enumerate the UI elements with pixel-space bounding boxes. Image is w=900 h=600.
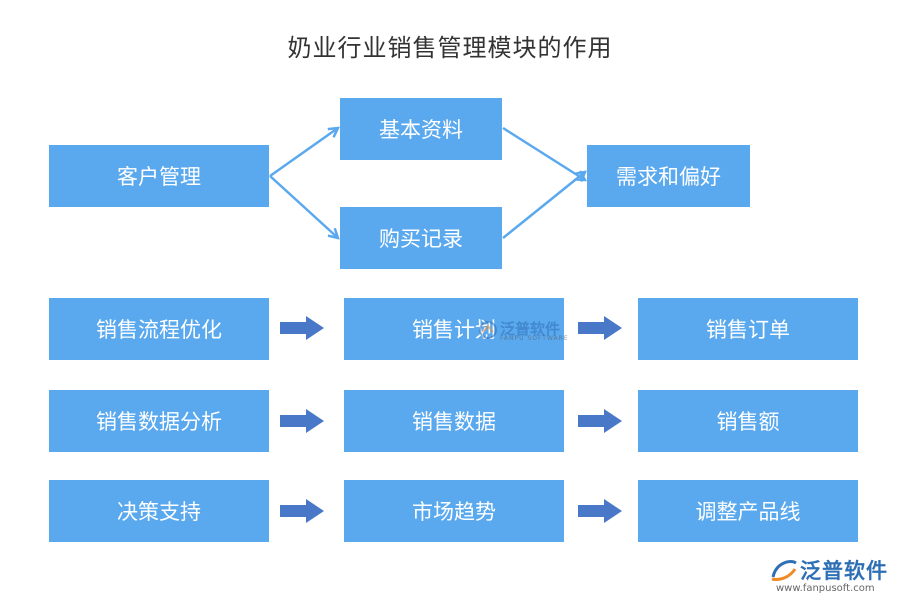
node-market-trend: 市场趋势 bbox=[344, 480, 564, 542]
node-purchase-records: 购买记录 bbox=[340, 207, 502, 269]
node-sales-process-optimization: 销售流程优化 bbox=[49, 298, 269, 360]
node-customer-management: 客户管理 bbox=[49, 145, 269, 207]
node-sales-order: 销售订单 bbox=[638, 298, 858, 360]
brand-logo-block: 泛普软件 www.fanpusoft.com bbox=[770, 555, 890, 595]
node-sales-plan: 销售计划 bbox=[344, 298, 564, 360]
arrow-customer-to-basic bbox=[269, 128, 338, 178]
watermark-logo-icon bbox=[479, 321, 497, 339]
node-needs-preferences: 需求和偏好 bbox=[587, 145, 750, 207]
block-arrow-analysis-to-data bbox=[280, 409, 324, 433]
node-decision-support: 决策支持 bbox=[49, 480, 269, 542]
watermark: 泛普软件 FANPU SOFTWARE bbox=[478, 318, 568, 342]
block-arrow-trend-to-productline bbox=[578, 499, 622, 523]
arrow-basic-to-needs bbox=[502, 126, 585, 180]
brand-url: www.fanpusoft.com bbox=[776, 583, 875, 594]
brand-name: 泛普软件 bbox=[800, 559, 888, 583]
block-arrow-data-to-amount bbox=[578, 409, 622, 433]
node-basic-info: 基本资料 bbox=[340, 98, 502, 160]
node-sales-data: 销售数据 bbox=[344, 390, 564, 452]
watermark-subtitle: FANPU SOFTWARE bbox=[500, 335, 569, 342]
arrow-customer-to-purchase bbox=[269, 175, 338, 238]
node-sales-data-analysis: 销售数据分析 bbox=[49, 390, 269, 452]
block-arrow-decision-to-trend bbox=[280, 499, 324, 523]
node-adjust-product-line: 调整产品线 bbox=[638, 480, 858, 542]
block-arrow-process-to-plan bbox=[280, 316, 324, 340]
watermark-name: 泛普软件 bbox=[500, 320, 561, 338]
diagram-title: 奶业行业销售管理模块的作用 bbox=[287, 34, 613, 62]
brand-logo-icon bbox=[771, 560, 797, 581]
arrow-purchase-to-needs bbox=[502, 172, 585, 239]
node-sales-amount: 销售额 bbox=[638, 390, 858, 452]
block-arrow-plan-to-order bbox=[578, 316, 622, 340]
